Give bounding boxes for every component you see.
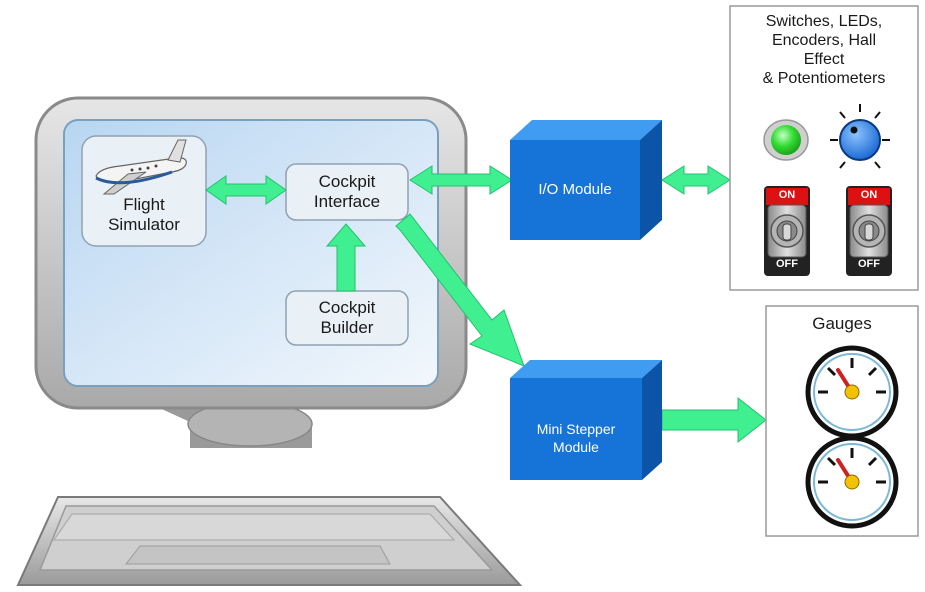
toggle-on-label: ON <box>778 189 796 201</box>
mini-stepper-label: Mini Stepper Module <box>510 420 642 456</box>
toggle-switch-icon <box>846 186 892 276</box>
cockpit-interface-label: Cockpit Interface <box>286 172 408 212</box>
gauge-icon <box>805 435 899 529</box>
led-icon <box>763 119 809 161</box>
switches-title-line-4: & Potentiometers <box>762 70 886 87</box>
toggle-switch-icon <box>764 186 810 276</box>
switches-panel-title: Switches, LEDs, Encoders, Hall Effect & … <box>730 12 918 88</box>
io-module-cube <box>510 120 662 240</box>
switches-title-line-2: Encoders, Hall <box>771 32 877 49</box>
cockpit-builder-line-2: Builder <box>320 318 374 337</box>
toggle-on-label: ON <box>860 189 878 201</box>
mini-stepper-line-1: Mini Stepper <box>536 421 616 437</box>
gauges-panel-title: Gauges <box>812 314 872 333</box>
cockpit-builder-line-1: Cockpit <box>318 298 376 317</box>
arrow-io-panel <box>661 165 731 195</box>
mini-stepper-cube <box>510 360 662 480</box>
gauge-icon <box>805 345 899 439</box>
toggle-off-label: OFF <box>858 258 880 270</box>
cockpit-interface-box <box>285 163 409 221</box>
cockpit-builder-label: Cockpit Builder <box>286 298 408 338</box>
switches-title-line-3: Effect <box>803 51 845 68</box>
arrow-sim-interface <box>205 175 287 205</box>
flight-simulator-label: Flight Simulator <box>82 195 206 235</box>
arrow-stepper-gauges <box>661 396 767 444</box>
keyboard <box>16 496 523 586</box>
toggle-off-label: OFF <box>776 258 798 270</box>
io-module-label: I/O Module <box>538 181 612 198</box>
potentiometer-knob-icon <box>830 104 890 169</box>
flight-simulator-line-2: Simulator <box>108 215 180 234</box>
airplane-icon <box>95 139 187 195</box>
cockpit-interface-line-1: Cockpit <box>318 172 376 191</box>
switches-title-line-1: Switches, LEDs, <box>765 13 883 30</box>
cockpit-interface-line-2: Interface <box>313 192 381 211</box>
connector-arrows <box>205 165 767 444</box>
flight-simulator-line-1: Flight <box>123 195 165 214</box>
mini-stepper-line-2: Module <box>553 439 599 455</box>
arrow-builder-interface <box>325 223 367 292</box>
